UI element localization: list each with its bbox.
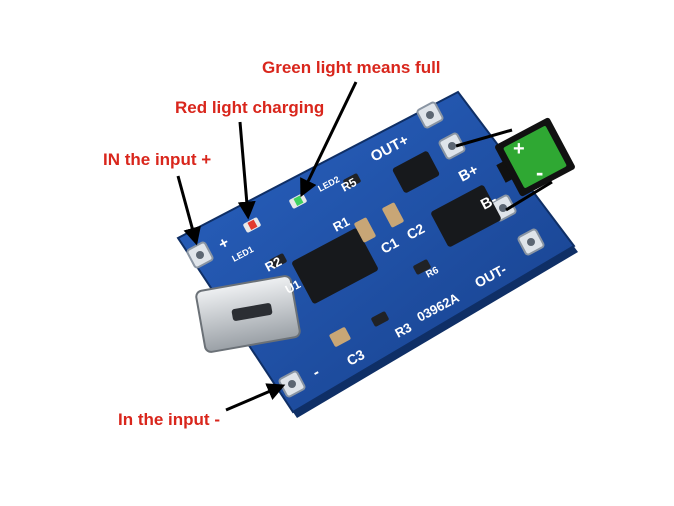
battery-connector-lines — [455, 128, 553, 212]
ic-chip-small — [392, 151, 440, 193]
ic-chip-protection — [431, 185, 501, 247]
silk-b-minus: B- — [478, 191, 500, 213]
battery-icon: + - — [495, 117, 575, 197]
arrow-in-minus — [225, 383, 286, 412]
callout-green-light-full: Green light means full — [262, 58, 441, 77]
passive-components — [269, 173, 431, 347]
callout-arrows — [176, 81, 358, 412]
led-charging-red — [243, 217, 261, 233]
micro-usb-connector — [195, 275, 301, 353]
silk-r3: R3 — [392, 320, 414, 341]
silk-u1: U1 — [283, 277, 303, 297]
silk-c3: C3 — [344, 346, 368, 369]
callout-red-light-charging: Red light charging — [175, 98, 325, 117]
solder-pads — [186, 101, 545, 398]
callout-in-the-input-plus: IN the input + — [103, 150, 212, 169]
callout-in-the-input-minus: In the input - — [118, 410, 220, 429]
arrow-red-light — [237, 121, 256, 220]
silk-c1: C1 — [378, 234, 402, 257]
led-full-green — [289, 193, 307, 209]
silk-r1: R1 — [330, 214, 352, 235]
silk-r6: R6 — [424, 265, 441, 281]
battery-plus-sign: + — [513, 138, 525, 160]
arrow-in-plus — [176, 175, 201, 246]
silk-r2: R2 — [262, 254, 284, 275]
battery-minus-sign: - — [536, 160, 543, 185]
silk-r5: R5 — [339, 175, 359, 195]
ic-chip-main — [292, 228, 378, 304]
silk-c2: C2 — [404, 220, 428, 243]
arrow-green-light — [300, 81, 358, 198]
